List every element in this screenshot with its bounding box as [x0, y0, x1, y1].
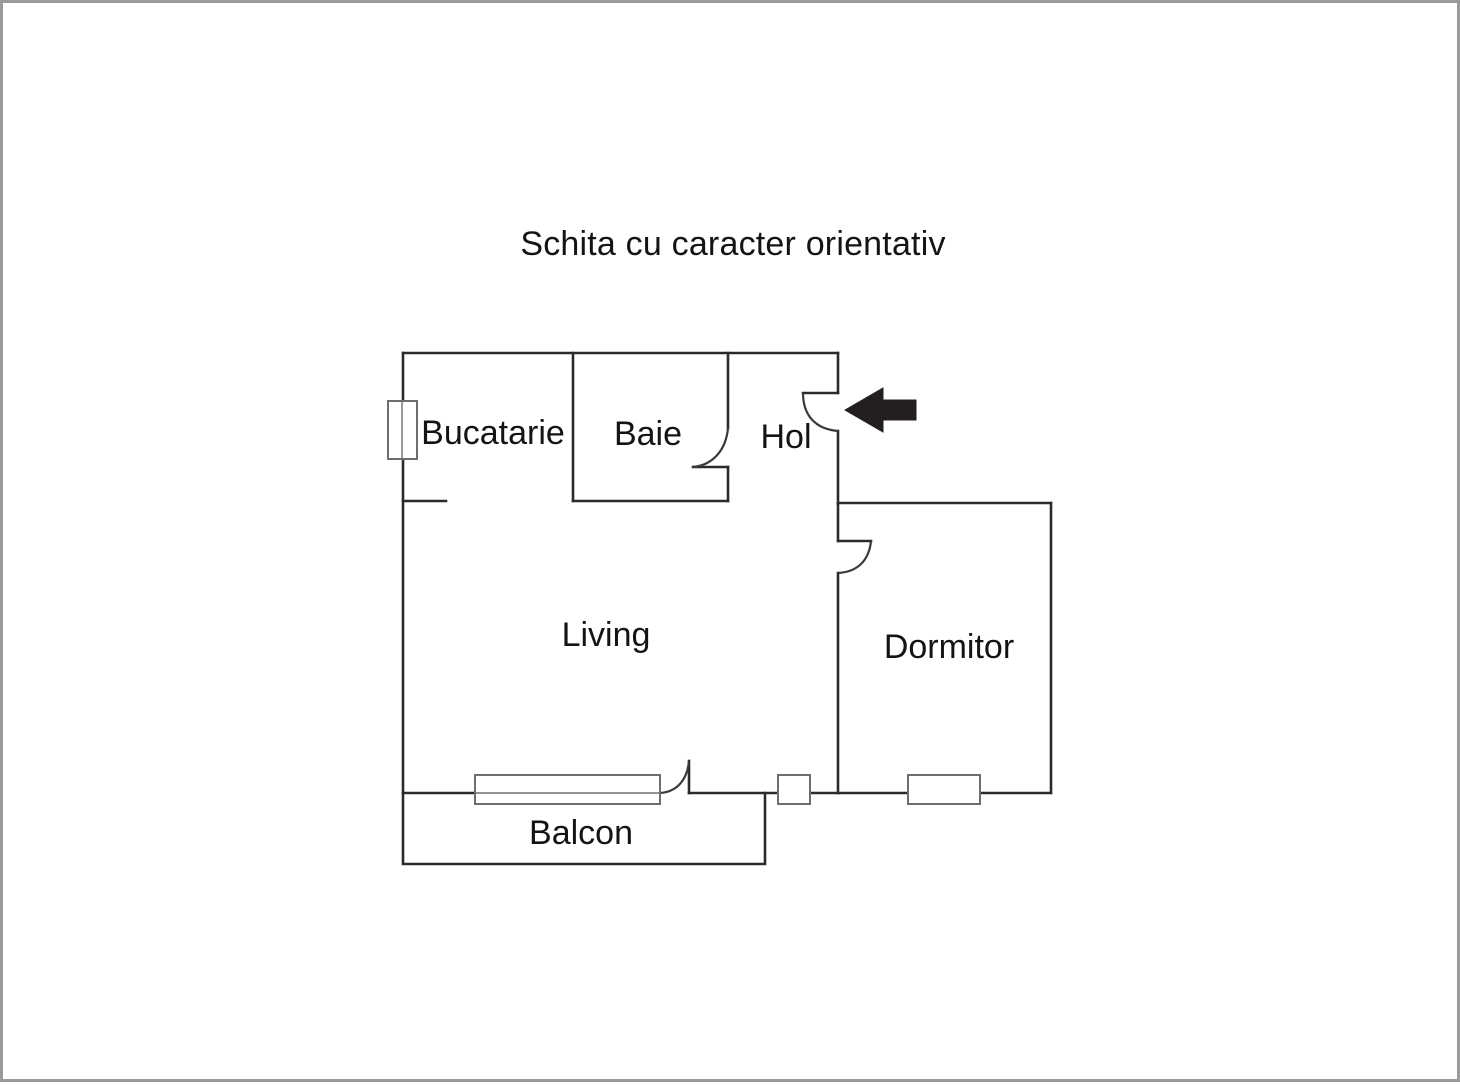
entrance-door-swing-arc	[801, 392, 839, 433]
living-balcony-window	[474, 774, 661, 805]
bedroom-window	[907, 774, 981, 805]
balcony-door-swing-arc	[659, 760, 691, 795]
bathroom-door-swing-arc	[692, 427, 730, 469]
room-label-dormitor: Dormitor	[883, 628, 1015, 666]
room-label-hol: Hol	[760, 418, 812, 456]
window-group	[387, 400, 981, 805]
room-label-living: Living	[561, 616, 651, 654]
room-label-bucatarie: Bucatarie	[421, 414, 565, 452]
room-label-balcon: Balcon	[529, 814, 633, 852]
window-mullion-group	[401, 401, 660, 794]
door-swing-group	[659, 392, 873, 795]
balcony-small-window	[777, 774, 811, 805]
room-label-baie: Baie	[613, 415, 683, 453]
floor-plan-drawing	[387, 351, 1053, 866]
bedroom-door-swing-arc	[837, 540, 873, 575]
entrance-arrow-icon	[844, 387, 917, 433]
floor-plan-canvas: Schita cu caracter orientativ Bucatarie …	[3, 3, 1460, 1085]
entrance-arrow-shape	[844, 387, 917, 433]
page-title: Schita cu caracter orientativ	[520, 225, 946, 263]
wall-balcony-outline	[401, 791, 767, 866]
